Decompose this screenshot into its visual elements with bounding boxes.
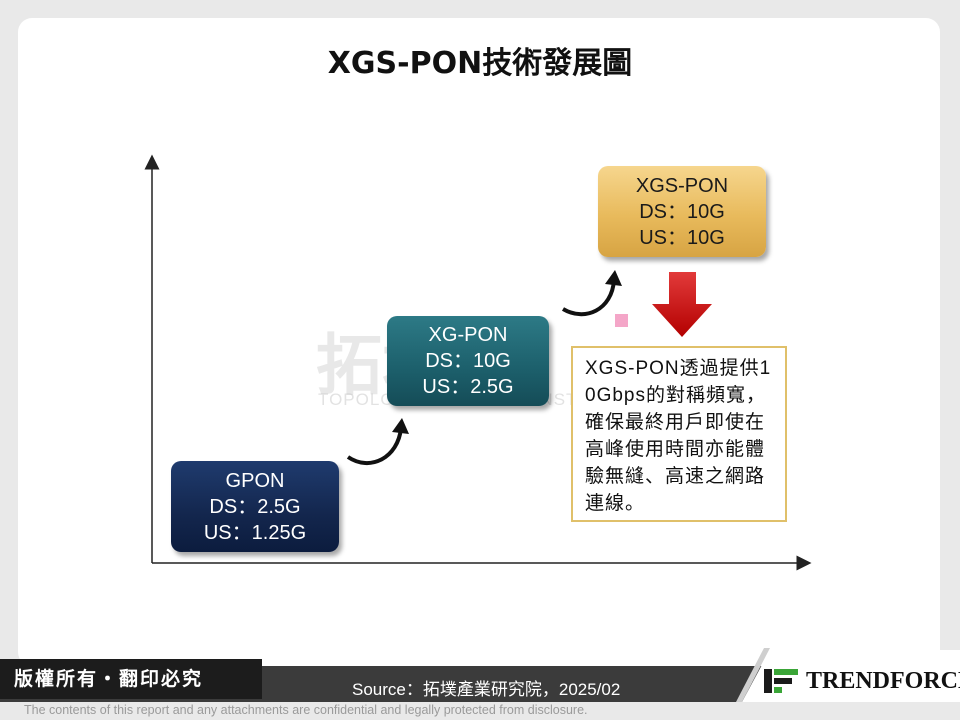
stage-ds: DS：2.5G <box>209 495 301 518</box>
trendforce-logo-text: TRENDFORCE <box>806 668 960 694</box>
source-text: Source：拓墣產業研究院，2025/02 <box>352 680 621 699</box>
stage-ds: DS：10G <box>425 350 511 372</box>
description-box: XGS-PON透過提供10Gbps的對稱頻寬，確保最終用戶即使在高峰使用時間亦能… <box>571 346 787 522</box>
stage-xgs-pon: XGS-PON DS：10G US：10G <box>598 166 766 257</box>
copyright-label: 版權所有・翻印必究 <box>0 659 262 699</box>
stage-us: US：10G <box>639 226 725 249</box>
stage-ds: DS：10G <box>639 200 725 223</box>
stage-name: XGS-PON <box>635 174 729 197</box>
trendforce-logo-icon <box>764 669 798 693</box>
down-arrow-icon <box>652 272 712 337</box>
stage-name: XG-PON <box>428 324 508 346</box>
stage-us: US：1.25G <box>203 521 307 544</box>
stage-xg-pon: XG-PON DS：10G US：2.5G <box>387 316 549 406</box>
stage-gpon: GPON DS：2.5G US：1.25G <box>171 461 339 552</box>
pink-marker <box>615 314 628 327</box>
stage-us: US：2.5G <box>422 376 514 398</box>
curved-arrow-icon <box>346 418 409 466</box>
curved-arrow-icon <box>561 270 622 317</box>
disclaimer-text: The contents of this report and any atta… <box>24 703 588 717</box>
page-title: XGS-PON技術發展圖 <box>327 46 633 81</box>
stage-name: GPON <box>225 469 285 492</box>
